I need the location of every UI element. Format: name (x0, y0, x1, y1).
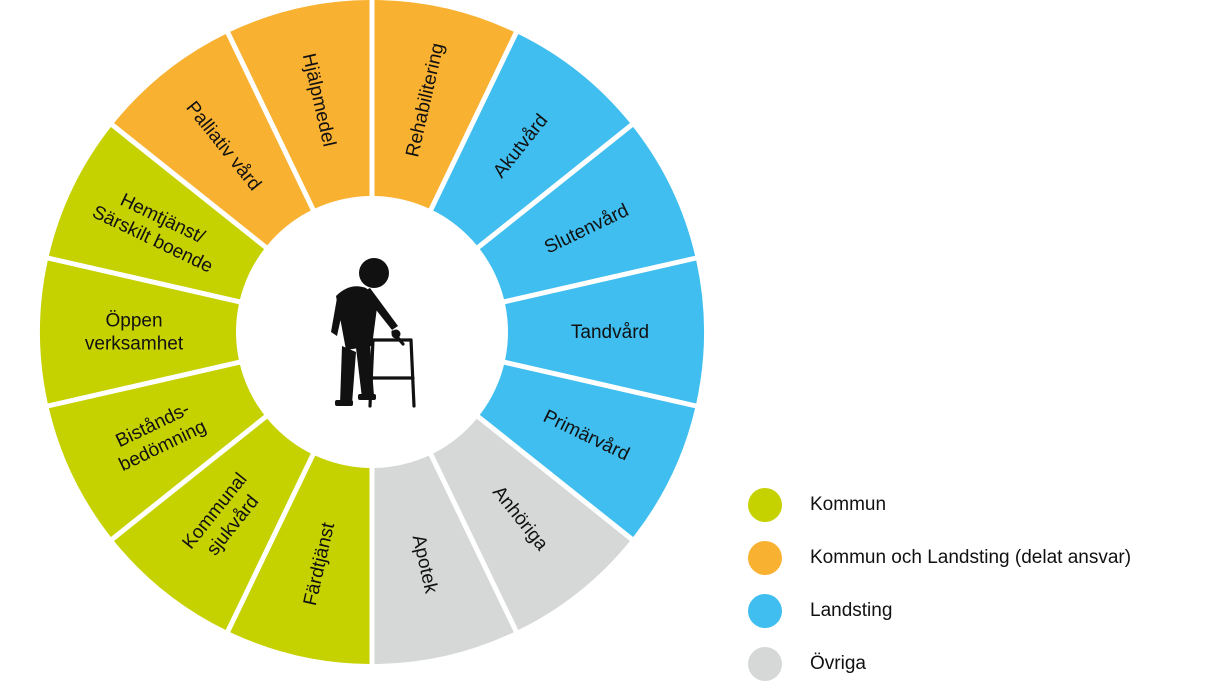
segment-ovriga (431, 416, 631, 631)
segment-delat (374, 0, 514, 213)
legend-swatch-delat (748, 540, 782, 575)
segment-delat (113, 33, 313, 248)
segment-landsting (476, 363, 696, 538)
legend-label-kommun: Kommun (810, 493, 887, 515)
segment-kommun (40, 260, 243, 404)
segment-kommun (48, 363, 268, 538)
segment-kommun (113, 416, 313, 631)
legend-label-ovriga: Övriga (810, 652, 866, 674)
legend-swatch-kommun (748, 487, 782, 522)
segment-landsting (476, 126, 696, 301)
legend-label-delat: Kommun och Landsting (delat ansvar) (810, 546, 1132, 568)
segment-kommun (48, 126, 268, 301)
segment-ovriga (374, 451, 514, 664)
legend-item-kommun: Kommun (748, 478, 1131, 531)
segment-kommun (230, 451, 370, 664)
segment-landsting (501, 260, 704, 404)
legend-swatch-landsting (748, 593, 782, 628)
segment-delat (230, 0, 370, 213)
legend-item-delat: Kommun och Landsting (delat ansvar) (748, 531, 1131, 584)
legend-label-landsting: Landsting (810, 599, 893, 621)
legend-item-landsting: Landsting (748, 584, 1131, 637)
legend-item-ovriga: Övriga (748, 637, 1131, 690)
segment-landsting (431, 33, 631, 248)
legend-swatch-ovriga (748, 646, 782, 681)
elderly-person-with-walker-icon (331, 258, 416, 408)
segment-label: Tandvård (571, 322, 649, 343)
legend: Kommun Kommun och Landsting (delat ansva… (748, 478, 1131, 690)
